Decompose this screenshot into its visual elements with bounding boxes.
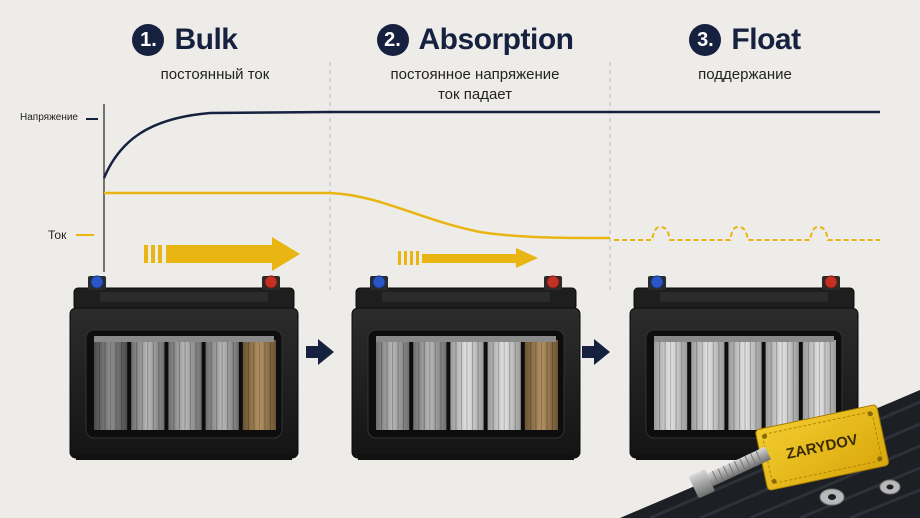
stage-header-absorption: 2. Absorption (360, 20, 590, 60)
voltage-curve (102, 110, 880, 179)
terminal-negative-icon (648, 275, 666, 290)
bolt-icon (689, 446, 771, 498)
terminal-positive-icon (822, 275, 840, 290)
current-label: Ток (48, 228, 67, 242)
stage-number-badge: 3. (689, 24, 722, 56)
stage-number-badge: 2. (376, 24, 409, 56)
stage-header-bulk: 1. Bulk (80, 20, 290, 60)
terminal-positive-icon (544, 275, 562, 290)
stage-title: Float (731, 23, 801, 56)
terminal-negative-icon (88, 275, 106, 290)
absorption-flow-arrow-icon (398, 248, 538, 268)
stage-subtitle: ток падает (437, 86, 513, 103)
stage-title: Absorption (418, 23, 574, 56)
stage-number-badge: 1. (132, 24, 165, 56)
terminal-negative-icon (370, 275, 388, 290)
brand-plate (755, 404, 890, 491)
stage-subtitle: поддержание (698, 66, 792, 83)
stage-title: Bulk (174, 23, 238, 56)
battery-icon (69, 275, 299, 460)
arrow-right-icon (306, 339, 334, 365)
terminal-positive-icon (262, 275, 280, 290)
voltage-label: Напряжение (20, 112, 78, 123)
arrow-right-icon (582, 339, 610, 365)
stage-header-float: 3. Float (640, 20, 850, 60)
stage-subtitle: постоянное напряжение (390, 66, 560, 83)
stage-subtitle: постоянный ток (160, 66, 270, 83)
battery-icon (351, 275, 581, 460)
bulk-flow-arrow-icon (144, 237, 300, 271)
washer-icon (879, 479, 901, 495)
current-curve (104, 191, 611, 240)
washer-icon (819, 488, 845, 506)
current-float-dashed (614, 225, 880, 241)
